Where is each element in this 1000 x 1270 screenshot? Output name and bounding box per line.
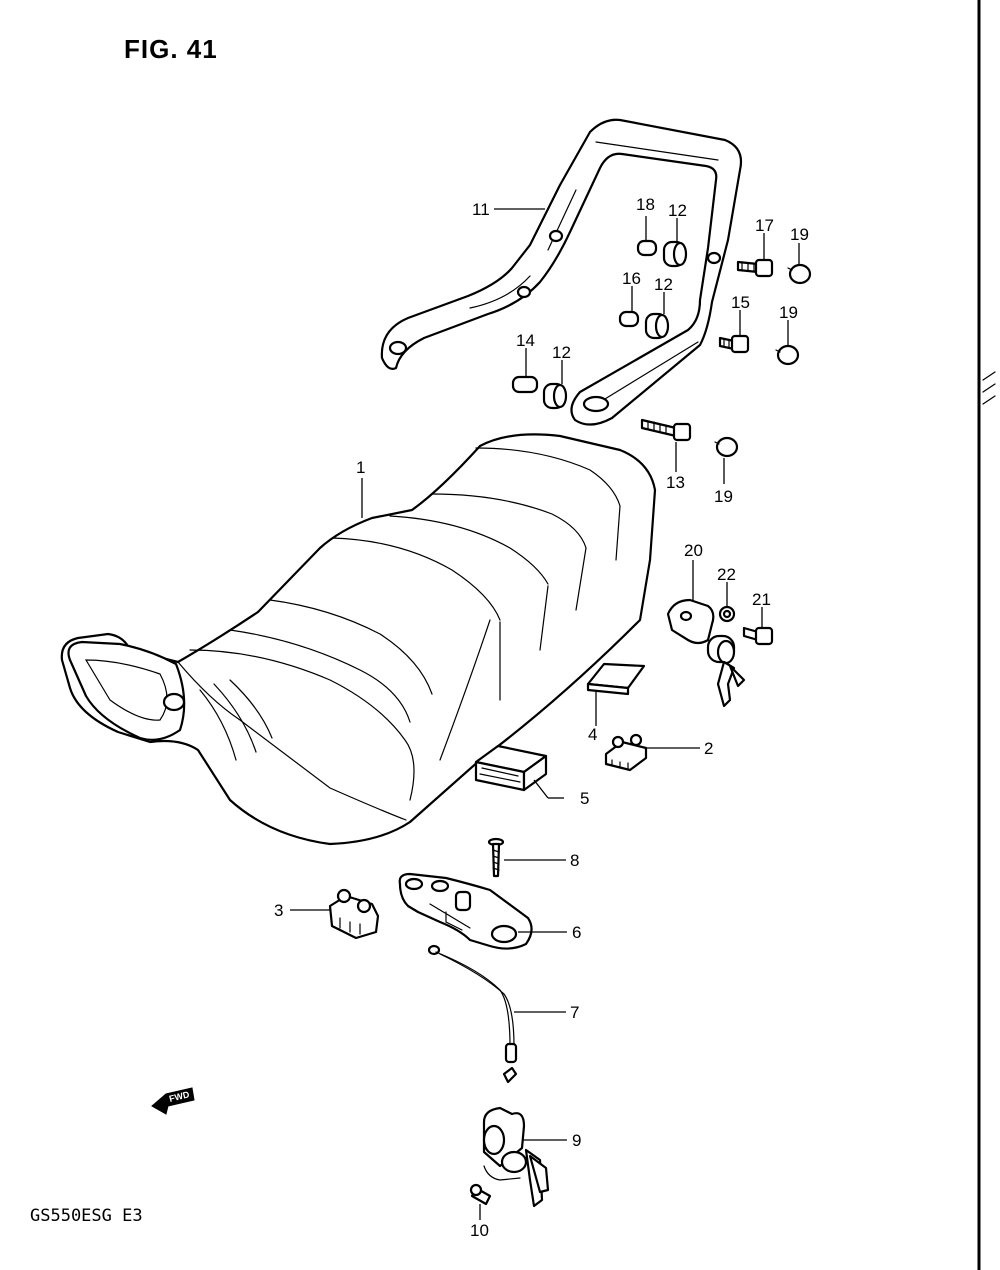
part-21-bolt [742, 626, 774, 646]
callout-14: 14 [516, 331, 535, 350]
callout-17: 17 [755, 216, 774, 235]
callout-9: 9 [572, 1131, 581, 1150]
figure-title: FIG. 41 [124, 34, 218, 64]
callout-4: 4 [588, 725, 597, 744]
callout-5: 5 [580, 789, 589, 808]
part-22-washer [718, 605, 736, 623]
part-1-seat [60, 433, 657, 846]
part-2-damper [604, 733, 648, 772]
callout-labels: 1 2 3 4 5 6 7 8 9 10 11 12 12 12 13 14 1… [274, 195, 809, 1240]
part-16-collar [618, 310, 640, 328]
part-14-collar [511, 375, 539, 394]
fwd-label: FWD [168, 1089, 191, 1104]
part-8-screw [487, 837, 505, 878]
fwd-direction-arrow: FWD [151, 1087, 195, 1115]
callout-12-upper: 12 [668, 201, 687, 220]
callout-6: 6 [572, 923, 581, 942]
callout-1: 1 [356, 458, 365, 477]
part-20-seat-lock [666, 598, 746, 708]
callout-16: 16 [622, 269, 641, 288]
part-10-screw [469, 1183, 492, 1206]
part-4-pad [586, 662, 646, 696]
callout-18: 18 [636, 195, 655, 214]
part-12-bushing-upper [662, 240, 688, 268]
callout-10: 10 [470, 1221, 489, 1240]
part-19-cap-middle [775, 344, 800, 366]
callout-22: 22 [717, 565, 736, 584]
part-18-collar [636, 239, 658, 257]
part-13-bolt [640, 418, 692, 442]
callout-3: 3 [274, 901, 283, 920]
callout-11: 11 [472, 200, 490, 219]
callout-19-middle: 19 [779, 303, 798, 322]
callout-8: 8 [570, 851, 579, 870]
part-11-grab-rail [380, 118, 743, 426]
part-12-bushing-lower [542, 382, 568, 410]
part-7-cable [427, 944, 518, 1084]
part-17-bolt [736, 258, 774, 278]
callout-12-middle: 12 [654, 275, 673, 294]
part-15-bolt [718, 334, 750, 354]
leader-lines [290, 208, 800, 1220]
callout-13: 13 [666, 473, 685, 492]
part-6-latch-bracket [398, 872, 533, 950]
model-code-label: GS550ESG E3 [30, 1206, 143, 1226]
part-9-helmet-lock [482, 1106, 550, 1208]
part-19-cap-lower [714, 436, 739, 458]
part-19-cap-upper [787, 263, 812, 285]
part-5-foam-block [474, 744, 548, 792]
part-12-bushing-middle [644, 312, 670, 340]
callout-2: 2 [704, 739, 713, 758]
part-3-stopper [328, 888, 380, 940]
callout-19-lower: 19 [714, 487, 733, 506]
callout-19-upper: 19 [790, 225, 809, 244]
callout-21: 21 [752, 590, 771, 609]
callout-15: 15 [731, 293, 750, 312]
callout-12-lower: 12 [552, 343, 571, 362]
page-edge-mark [982, 371, 996, 405]
callout-7: 7 [570, 1003, 579, 1022]
callout-20: 20 [684, 541, 703, 560]
